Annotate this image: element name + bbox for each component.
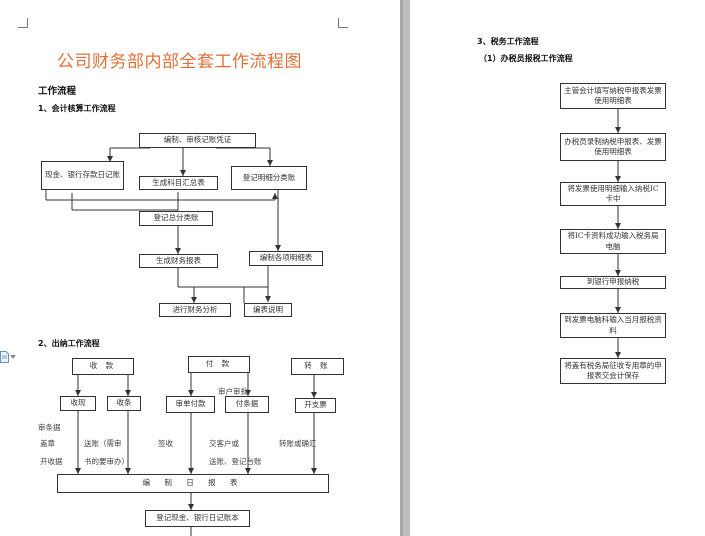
box-tax-step-4: 将IC卡资料成功输入税务局电脑 (560, 229, 666, 254)
subsection-heading-tax-filing: （1）办税员报税工作流程 (479, 54, 573, 63)
box-financial-report: 生成财务报表 (139, 254, 218, 268)
box-issue-check: 开支票 (295, 398, 336, 413)
label-open-bill: 开收据 (40, 457, 63, 466)
box-daily-report: 编 制 日 报 表 (57, 474, 329, 493)
box-cash-bank-journal: 现金、银行存款日记账 (41, 161, 124, 190)
work-flow-heading: 工作流程 (38, 86, 77, 97)
box-tax-step-2: 办税员录制纳税申报表、发票使用明细表 (560, 133, 666, 161)
box-detail-ledger: 登记明细分类账 (231, 166, 307, 190)
cashier-flow-connectors (75, 373, 317, 536)
label-entry: 送账、登记台账 (209, 457, 262, 466)
chevron-down-icon[interactable] (10, 355, 16, 360)
document-title: 公司财务部内部全套工作流程图 (57, 52, 302, 72)
label-transfer-sign: 转账或确汇 (279, 439, 317, 448)
box-financial-analysis: 进行财务分析 (159, 303, 231, 317)
box-report-notes: 编表说明 (244, 303, 292, 317)
box-general-ledger: 登记总分类账 (139, 211, 213, 226)
label-overlap-note: 审户审批 (218, 387, 248, 396)
box-register-journal: 登记现金、银行日记账本 (145, 510, 250, 527)
label-sign: 签收 (158, 439, 173, 448)
box-tax-step-5: 到银行申报纳税 (560, 276, 666, 289)
label-stamp: 盖章 (40, 439, 55, 448)
box-compile-review-vouchers: 编制、审核记账凭证 (139, 133, 256, 148)
box-detail-report: 编制各项明细表 (249, 251, 323, 266)
document-page-left: 公司财务部内部全套工作流程图 工作流程 1、会计核算工作流程 (0, 0, 400, 536)
box-tax-step-7: 将盖有税务局征收专用章的申报表交会计保存 (560, 358, 666, 384)
label-contact: 送账（需审 (84, 439, 122, 448)
box-tax-step-6: 到发票电脑科输入当月报税资料 (560, 313, 666, 338)
document-page-right: 3、税务工作流程 （1）办税员报税工作流程 主管会计填写纳税申报表发票使用明细表… (410, 0, 705, 536)
box-pay-receipt: 付条据 (225, 396, 269, 413)
crop-mark (338, 18, 339, 28)
section-heading-accounting: 1、会计核算工作流程 (38, 104, 116, 113)
box-receipt: 收条 (107, 396, 141, 411)
label-approve: 书的要审办） (84, 457, 129, 466)
document-margin-icon[interactable] (0, 351, 9, 363)
label-customer: 交客户或 (209, 439, 239, 448)
box-tax-step-3: 将发票使用明细输入纳税IC卡中 (560, 182, 666, 206)
box-tax-step-1: 主管会计填写纳税申报表发票使用明细表 (560, 83, 666, 109)
box-make-payment: 付 款 (188, 356, 250, 373)
box-receive-payment: 收 款 (72, 358, 134, 375)
page-gutter (400, 0, 410, 536)
box-review-pay: 审单付款 (166, 396, 215, 413)
section-heading-tax: 3、税务工作流程 (477, 37, 539, 46)
tax-flow-connectors (615, 109, 621, 358)
crop-mark (338, 27, 348, 28)
box-summary-table: 生成科目汇总表 (139, 176, 218, 190)
crop-mark (27, 18, 28, 28)
section-heading-cashier: 2、出纳工作流程 (38, 339, 100, 348)
label-review-bill: 审条据 (38, 423, 61, 432)
crop-mark (18, 27, 28, 28)
box-cash-receive: 收现 (60, 396, 96, 411)
accounting-flow-connectors (45, 147, 281, 303)
box-transfer: 转 账 (291, 358, 344, 375)
